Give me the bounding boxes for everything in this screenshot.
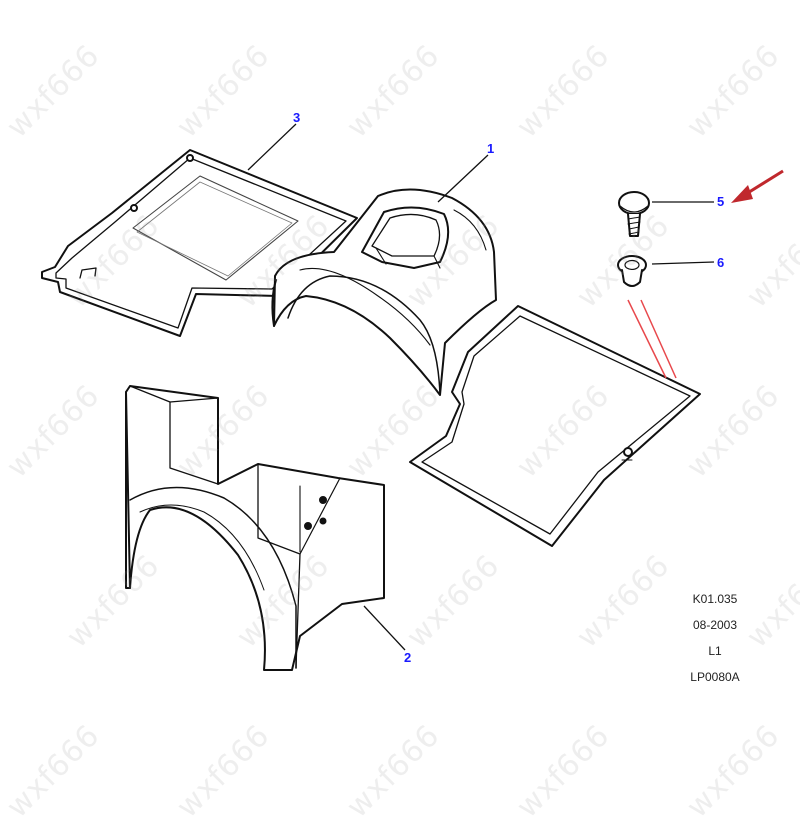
callout-2: 2 (404, 650, 412, 665)
screw-fastener (618, 191, 650, 237)
callout-3: 3 (293, 110, 301, 125)
callout-6: 6 (717, 255, 725, 270)
diagram-svg (41, 123, 784, 671)
clip-grommet (617, 255, 647, 287)
figure-level: L1 (708, 644, 722, 658)
right-floor-mat (409, 305, 701, 547)
callout-1: 1 (487, 141, 495, 156)
tunnel-cover (271, 188, 497, 396)
figure-date: 08-2003 (692, 618, 738, 632)
callout-5: 5 (717, 194, 725, 209)
clip-location-lines (627, 299, 677, 379)
leader-lines (247, 123, 715, 651)
figure-code: K01.035 (692, 592, 738, 606)
left-floor-mat (41, 149, 358, 337)
red-arrow-icon (731, 169, 784, 203)
figure-ref: LP0080A (690, 670, 740, 684)
lower-tunnel-trim (125, 385, 385, 671)
